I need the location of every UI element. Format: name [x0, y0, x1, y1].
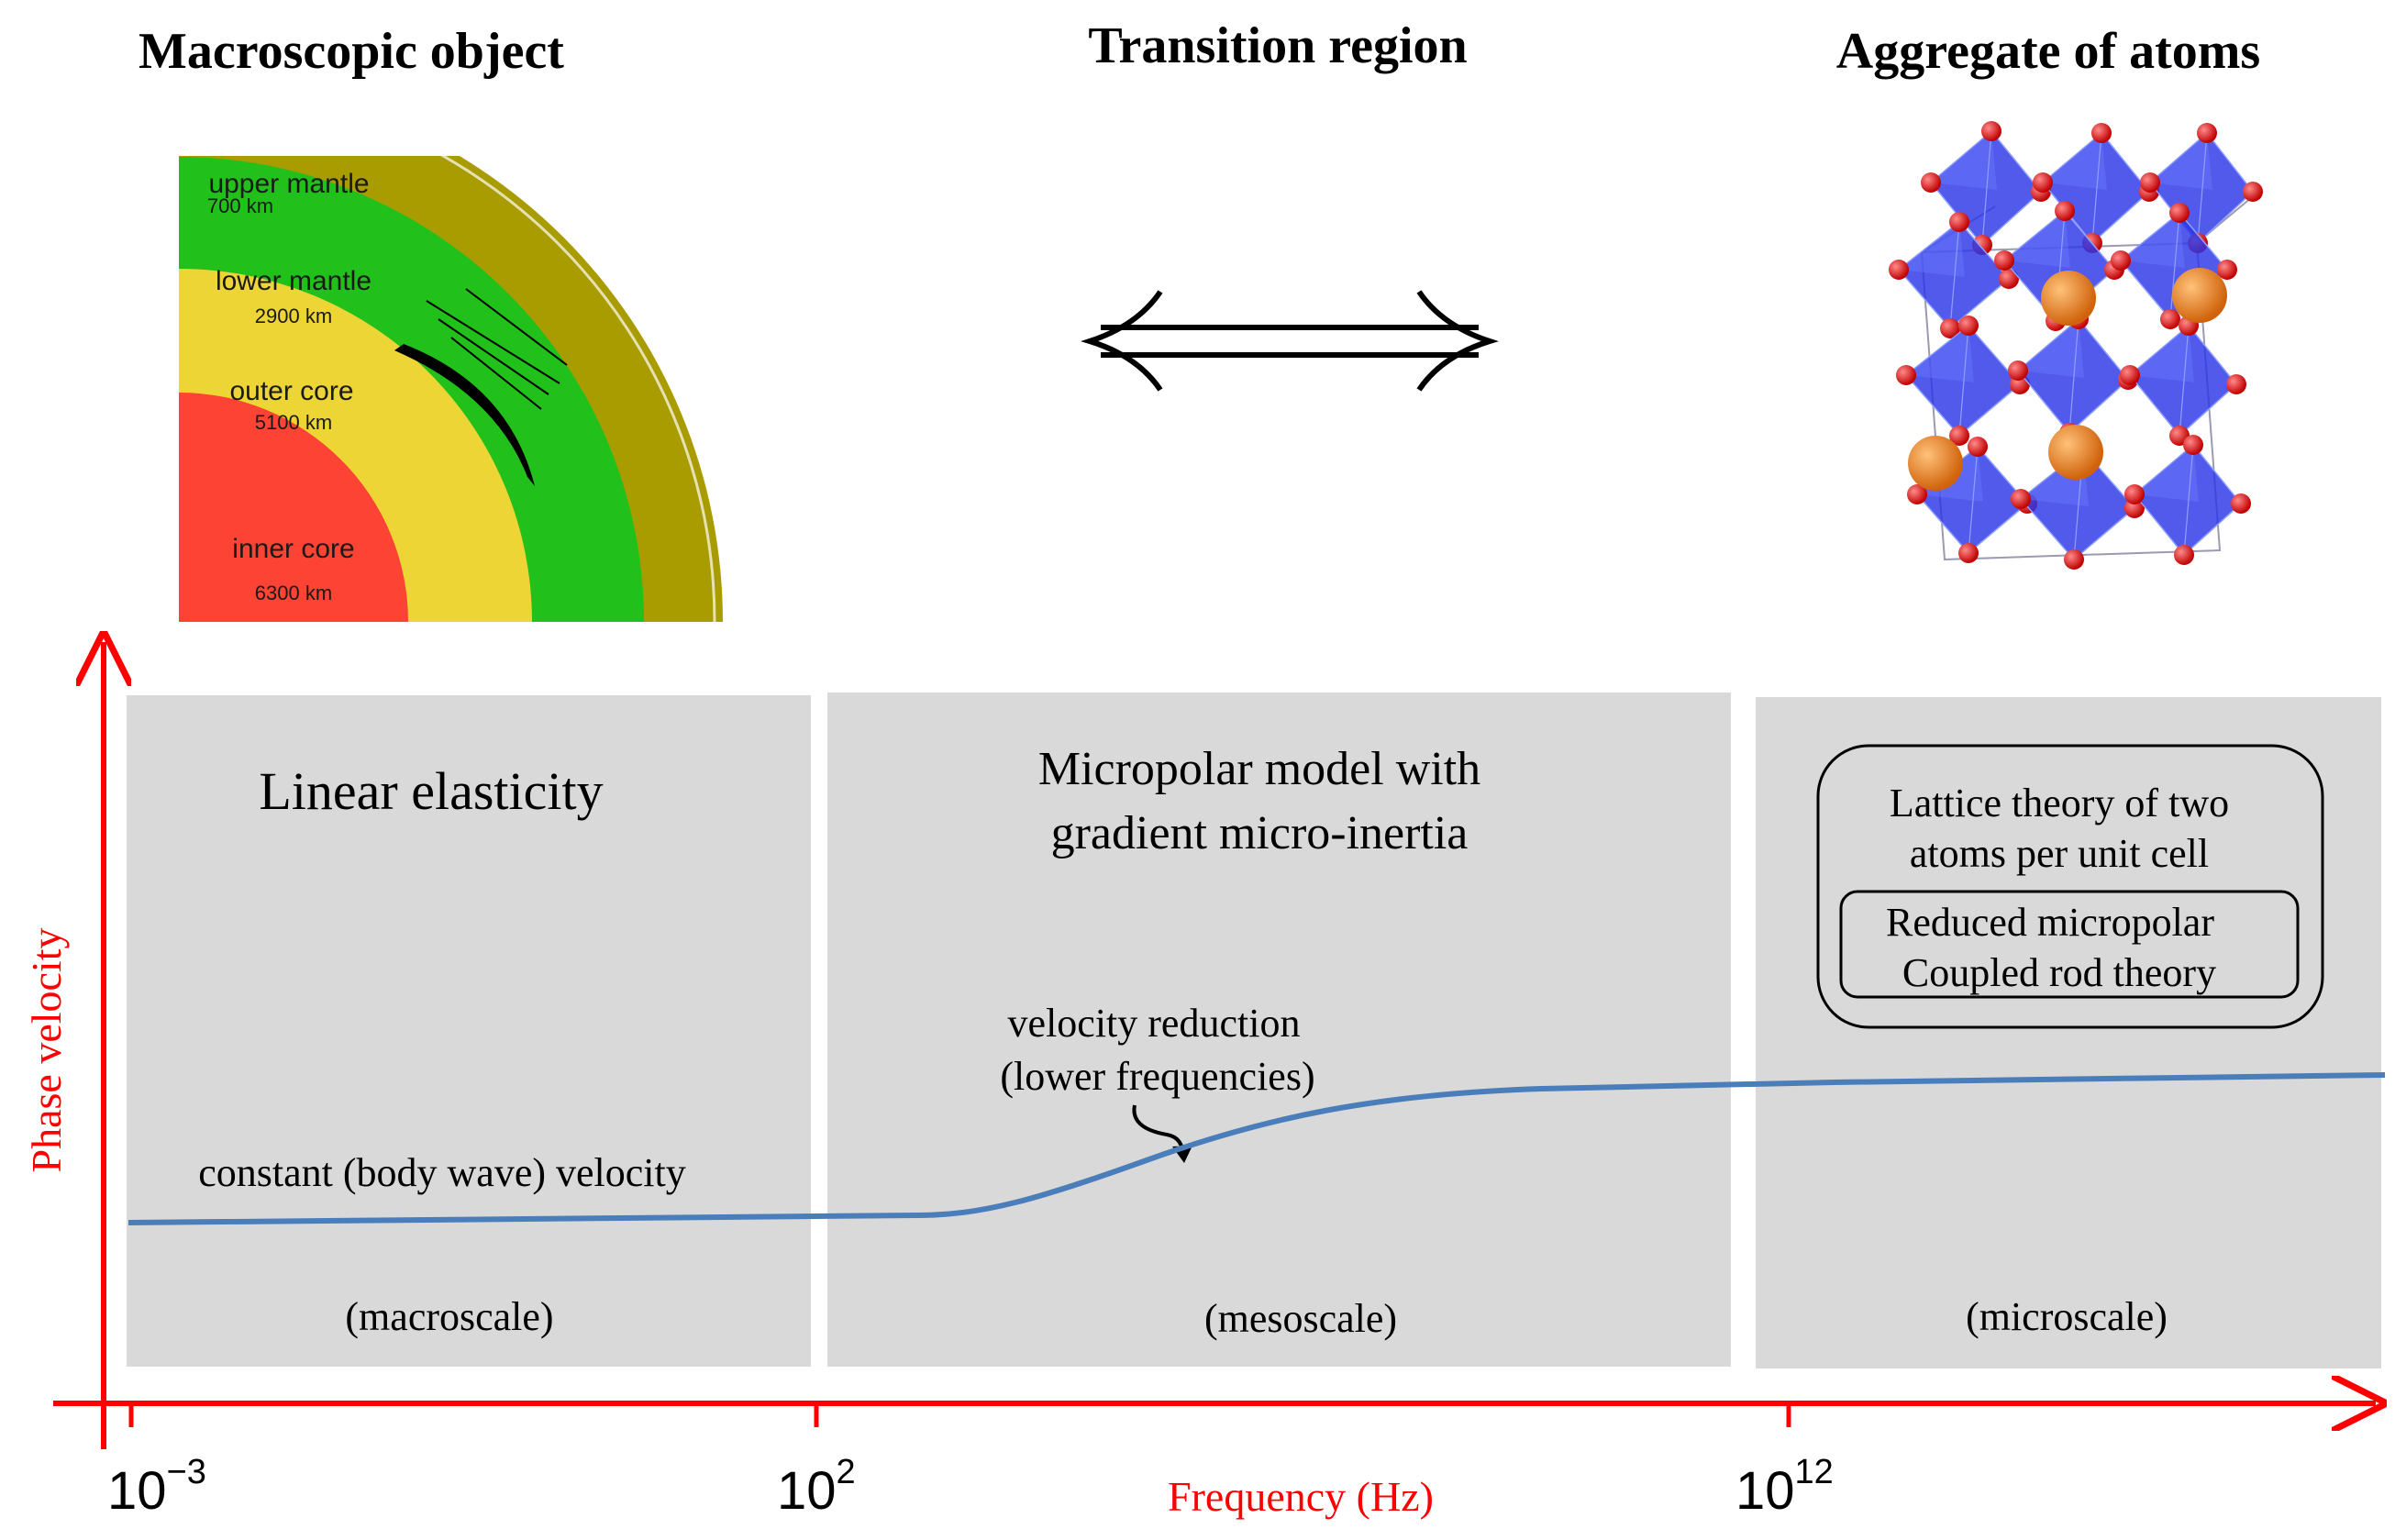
octahedron-axis-2: [2197, 132, 2208, 244]
octahedron-axis-6: [1958, 325, 1969, 437]
oxygen-atom-4-3: [1994, 250, 2014, 271]
meso-title-line1: Micropolar model with: [1038, 743, 1480, 795]
oxygen-atom-0-0: [1981, 121, 2001, 141]
earth-layer-depth-1: 2900 km: [255, 305, 332, 327]
meso-scale-label: (mesoscale): [1204, 1296, 1397, 1341]
octahedron-face-2: [2150, 133, 2212, 190]
oxygen-atom-11-0: [2183, 435, 2203, 455]
micro-box-line1: Lattice theory of two: [1890, 781, 2229, 825]
macro-curve-label: constant (body wave) velocity: [198, 1150, 686, 1195]
oxygen-atom-9-3: [1907, 484, 1927, 504]
panel-macroscale: [127, 695, 811, 1367]
x-axis-label: Frequency (Hz): [1168, 1473, 1434, 1520]
earth-layer-inner-core: [179, 393, 408, 622]
y-axis-label: Phase velocity: [23, 928, 70, 1173]
oxygen-atom-0-3: [1921, 172, 1941, 193]
oxygen-atom-5-2: [2160, 309, 2180, 329]
octahedron-face-11: [2134, 445, 2199, 502]
oxygen-atom-3-0: [1949, 212, 1969, 232]
macro-title: Linear elasticity: [259, 761, 603, 821]
oxygen-atom-2-3: [2140, 172, 2160, 193]
octahedron-axis-0: [1981, 130, 1992, 246]
heading-transition-region: Transition region: [1088, 17, 1467, 74]
octahedron-face-7: [2018, 319, 2084, 378]
cation-atom-0: [2041, 271, 2096, 326]
octahedron-face-3: [1899, 222, 1965, 277]
octahedron-face-5: [2121, 213, 2185, 268]
earth-layer-name-2: outer core: [229, 376, 353, 406]
cation-atom-1: [2172, 268, 2227, 323]
octahedron-axis-5: [2169, 212, 2180, 320]
reduced-micropolar-box: [1839, 890, 2300, 999]
seismic-rays: [426, 288, 568, 410]
earth-layer-depth-0: 700 km: [207, 194, 273, 217]
lattice-theory-box: [1816, 744, 2324, 1029]
earth-layer-depth-2: 5100 km: [255, 411, 332, 434]
oxygen-atom-7-3: [2008, 360, 2028, 381]
octahedron-face-8: [2130, 326, 2194, 382]
oxygen-atom-5-3: [2111, 250, 2131, 271]
x-tick-label-3: 1012: [1735, 1453, 1834, 1521]
x-tick-label-1: 10−3: [107, 1453, 206, 1521]
earth-layer-name-0: upper mantle: [208, 169, 369, 199]
octahedron-axis-3: [1949, 221, 1960, 329]
oxygen-atom-6-0: [1958, 316, 1979, 336]
octahedron-face-6: [1906, 326, 1974, 382]
earth-layer-name-3: inner core: [232, 534, 354, 564]
oxygen-atom-11-3: [2124, 484, 2145, 504]
crystal-structure-icon: [1889, 121, 2263, 570]
heading-aggregate-of-atoms: Aggregate of atoms: [1836, 23, 2260, 80]
oxygen-atom-8-3: [2120, 365, 2140, 385]
octahedron-axis-11: [2183, 444, 2194, 556]
micro-box-line2: atoms per unit cell: [1910, 831, 2209, 876]
earth-layer-name-1: lower mantle: [216, 266, 371, 296]
meso-title-line2: gradient micro-inertia: [1051, 807, 1469, 859]
octahedron-axis-9: [1968, 446, 1979, 554]
oxygen-atom-8-1: [2226, 374, 2246, 394]
cation-atom-2: [1908, 436, 1963, 491]
oxygen-atom-2-1: [2243, 182, 2263, 202]
octahedron-face-1: [2043, 133, 2107, 190]
oxygen-atom-10-2: [2064, 549, 2084, 570]
octahedron-face-0: [1931, 131, 1997, 190]
oxygen-atom-11-1: [2231, 493, 2251, 514]
oxygen-atom-9-0: [1968, 437, 1988, 457]
octahedron-axis-1: [2091, 132, 2102, 244]
panel-microscale: [1756, 697, 2381, 1368]
octahedron-face-4: [2004, 211, 2070, 268]
phase-velocity-curve: [128, 1072, 2386, 1225]
oxygen-atom-5-0: [2169, 203, 2190, 223]
panel-mesoscale: [827, 692, 1731, 1367]
earth-cross-section: [179, 156, 723, 622]
x-tick-label-2: 102: [777, 1453, 856, 1521]
meso-note-line2: (lower frequencies): [1000, 1054, 1314, 1099]
earth-layer-depth-3: 6300 km: [255, 582, 332, 604]
oxygen-atom-2-0: [2197, 123, 2217, 143]
oxygen-atom-4-0: [2055, 201, 2075, 221]
meso-note-line1: velocity reduction: [1008, 1001, 1301, 1046]
oxygen-atom-1-0: [2091, 123, 2112, 143]
micro-inner-line2: Coupled rod theory: [1902, 950, 2216, 995]
oxygen-atom-3-2: [1940, 318, 1960, 338]
micro-scale-label: (microscale): [1966, 1294, 2168, 1339]
oxygen-atom-11-2: [2174, 545, 2194, 565]
oxygen-atom-9-2: [1958, 543, 1979, 563]
oxygen-atom-3-1: [1999, 269, 2019, 289]
micro-inner-line1: Reduced micropolar: [1886, 900, 2214, 945]
oxygen-atom-6-3: [1896, 365, 1916, 385]
heading-macroscopic-object: Macroscopic object: [139, 23, 564, 80]
oxygen-atom-3-3: [1889, 260, 1909, 280]
double-arrow-icon: [1081, 290, 1499, 392]
octahedron-axis-7: [2068, 318, 2079, 434]
octahedron-axis-8: [2179, 325, 2190, 437]
oxygen-atom-1-3: [2033, 172, 2053, 193]
oxygen-atom-5-1: [2217, 260, 2237, 280]
macro-scale-label: (macroscale): [345, 1294, 553, 1339]
oxygen-atom-10-3: [2011, 489, 2031, 509]
oxygen-atom-6-2: [1949, 426, 1969, 446]
cation-atom-3: [2048, 425, 2103, 480]
